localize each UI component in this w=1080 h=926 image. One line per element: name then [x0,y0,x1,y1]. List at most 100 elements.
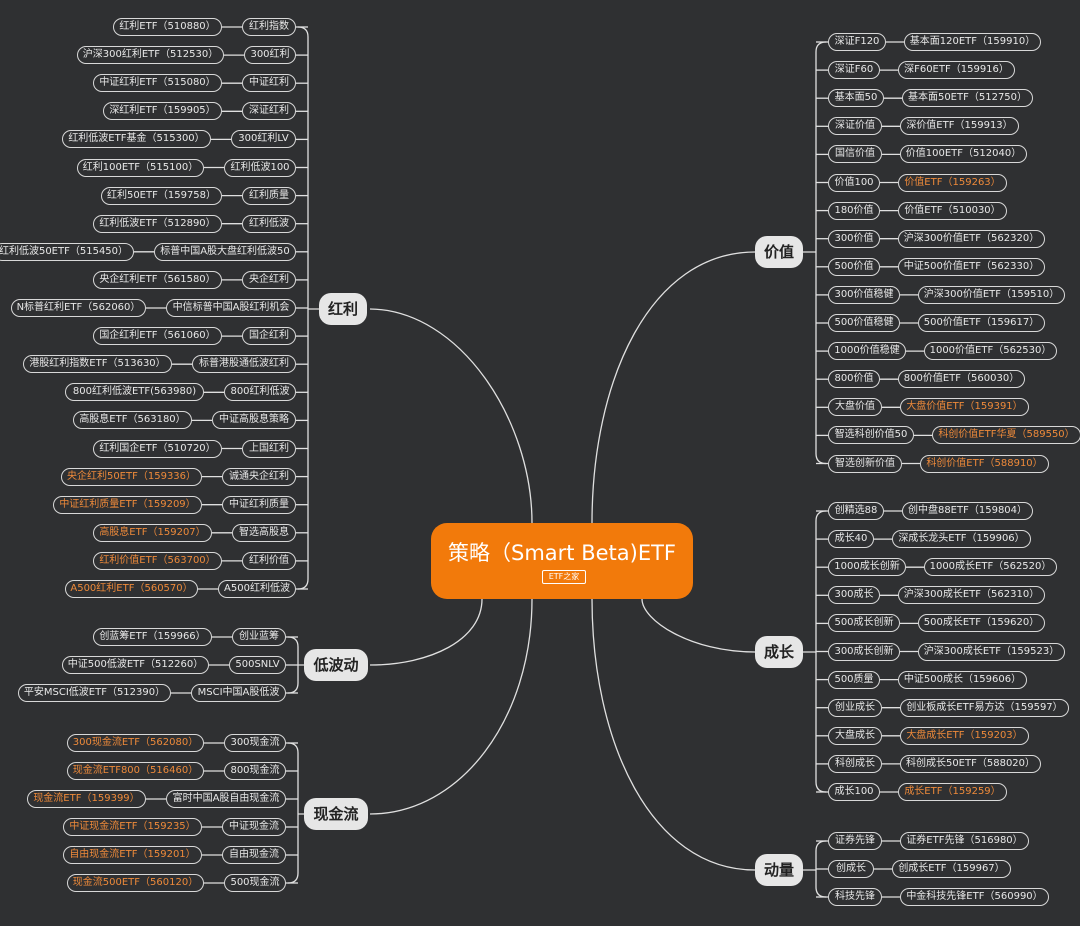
index-node[interactable]: 300红利LV [231,130,296,149]
etf-node[interactable]: 创蓝筹ETF（159966） [93,628,212,646]
etf-node[interactable]: 价值ETF（159263） [898,173,1007,192]
etf-node[interactable]: 红利100ETF（515100） [77,158,204,177]
index-node[interactable]: 红利指数 [242,18,296,36]
etf-node[interactable]: 500价值ETF（159617） [918,314,1045,332]
index-node[interactable]: 上国红利 [242,439,296,458]
etf-node[interactable]: 价值ETF（510030） [898,201,1007,220]
index-node[interactable]: 成长40 [828,530,874,549]
index-node[interactable]: 国信价值 [828,145,882,164]
etf-node[interactable]: 港股红利指数ETF（513630） [23,355,172,374]
index-node[interactable]: 科创成长 [828,754,882,773]
index-node[interactable]: 自由现金流 [222,846,286,864]
etf-node[interactable]: 红利低波ETF基金（515300） [62,130,211,149]
etf-node[interactable]: 现金流ETF800（516460） [67,762,204,780]
index-node[interactable]: 智选科创价值50 [828,426,914,445]
etf-node[interactable]: 高股息ETF（563180） [73,411,192,430]
index-node[interactable]: 中证高股息策略 [212,411,296,430]
etf-node[interactable]: 央企红利ETF（561580） [93,270,222,289]
etf-node[interactable]: 中证500成长（159606） [898,670,1027,689]
index-node[interactable]: 红利质量 [242,186,296,205]
central-topic[interactable]: 策略（Smart Beta)ETF ETF之家 [431,523,693,599]
etf-node[interactable]: 沪深300价值ETF（562320） [898,229,1045,248]
etf-node[interactable]: 中金科技先锋ETF（560990） [900,888,1049,906]
etf-node[interactable]: 基本面120ETF（159910） [904,33,1041,51]
category-cashflow[interactable]: 现金流 [304,798,368,830]
category-growth[interactable]: 成长 [755,636,803,668]
etf-node[interactable]: 科创价值ETF华夏（589550） [932,426,1080,445]
index-node[interactable]: 智选创新价值 [828,454,902,473]
etf-node[interactable]: 深成长龙头ETF（159906） [892,530,1031,549]
index-node[interactable]: 300成长 [828,586,880,605]
etf-node[interactable]: 500成长ETF（159620） [918,614,1045,633]
index-node[interactable]: 国企红利 [242,327,296,346]
etf-node[interactable]: 1000价值ETF（562530） [924,342,1057,361]
index-node[interactable]: 300价值稳健 [828,285,900,304]
index-node[interactable]: 180价值 [828,201,880,220]
index-node[interactable]: 深证价值 [828,117,882,136]
index-node[interactable]: 创精选88 [828,502,884,520]
etf-node[interactable]: 平安MSCI低波ETF（512390） [18,684,171,702]
etf-node[interactable]: 创中盘88ETF（159804） [902,502,1033,520]
etf-node[interactable]: 深红利ETF（159905） [103,102,222,121]
category-momentum[interactable]: 动量 [755,854,803,886]
etf-node[interactable]: 中证500低波ETF（512260） [62,656,209,674]
index-node[interactable]: 300现金流 [224,734,286,752]
index-node[interactable]: 红利价值 [242,551,296,570]
etf-node[interactable]: 深价值ETF（159913） [900,117,1019,136]
index-node[interactable]: 300成长创新 [828,642,900,661]
etf-node[interactable]: A500红利ETF（560570） [65,580,198,598]
etf-node[interactable]: 沪深300红利ETF（512530） [77,46,224,65]
index-node[interactable]: 央企红利 [242,270,296,289]
index-node[interactable]: 300红利 [244,46,296,65]
etf-node[interactable]: 800红利低波ETF(563980) [65,383,204,402]
index-node[interactable]: 500成长创新 [828,614,900,633]
index-node[interactable]: 中信标普中国A股红利机会 [166,299,296,317]
etf-node[interactable]: 中证红利质量ETF（159209） [53,495,202,514]
etf-node[interactable]: 红利低波ETF（512890） [93,214,222,233]
etf-node[interactable]: 沪深300成长ETF（562310） [898,586,1045,605]
index-node[interactable]: 深证F60 [828,61,880,80]
index-node[interactable]: 中证红利 [242,74,296,93]
etf-node[interactable]: 红利价值ETF（563700） [93,551,222,570]
index-node[interactable]: 深证F120 [828,33,886,51]
category-value[interactable]: 价值 [755,236,803,268]
index-node[interactable]: 800价值 [828,370,880,389]
index-node[interactable]: 红利低波 [242,214,296,233]
etf-node[interactable]: 科创成长50ETF（588020） [900,754,1041,773]
etf-node[interactable]: 红利国企ETF（510720） [93,439,222,458]
etf-node[interactable]: 成长ETF（159259） [898,783,1007,801]
index-node[interactable]: 1000成长创新 [828,558,906,577]
index-node[interactable]: 300价值 [828,229,880,248]
index-node[interactable]: 中证红利质量 [222,495,296,514]
etf-node[interactable]: 央企红利50ETF（159336） [61,467,202,486]
index-node[interactable]: 成长100 [828,783,880,801]
etf-node[interactable]: 科创价值ETF（588910） [920,454,1049,473]
etf-node[interactable]: 中证现金流ETF（159235） [63,818,202,836]
index-node[interactable]: 800现金流 [224,762,286,780]
etf-node[interactable]: 自由现金流ETF（159201） [63,846,202,864]
index-node[interactable]: 大盘价值 [828,398,882,417]
etf-node[interactable]: 300现金流ETF（562080） [67,734,204,752]
index-node[interactable]: 富时中国A股自由现金流 [166,790,286,808]
index-node[interactable]: 红利低波100 [224,158,296,177]
index-node[interactable]: 800红利低波 [224,383,296,402]
etf-node[interactable]: N标普红利ETF（562060） [11,299,146,317]
etf-node[interactable]: 高股息ETF（159207） [93,523,212,542]
etf-node[interactable]: 国企红利ETF（561060） [93,327,222,346]
etf-node[interactable]: 中证500价值ETF（562330） [898,257,1045,276]
index-node[interactable]: 500质量 [828,670,880,689]
index-node[interactable]: 智选高股息 [232,523,296,542]
index-node[interactable]: 创成长 [828,860,874,878]
index-node[interactable]: 深证红利 [242,102,296,121]
category-dividend[interactable]: 红利 [319,293,367,325]
index-node[interactable]: 中证现金流 [222,818,286,836]
index-node[interactable]: 证券先锋 [828,832,882,850]
etf-node[interactable]: 基本面50ETF（512750） [902,89,1033,108]
etf-node[interactable]: 创业板成长ETF易方达（159597） [900,698,1069,717]
etf-node[interactable]: 大盘价值ETF（159391） [900,398,1029,417]
etf-node[interactable]: 大盘成长ETF（159203） [900,726,1029,745]
index-node[interactable]: 1000价值稳健 [828,342,906,361]
etf-node[interactable]: 红利50ETF（159758） [101,186,222,205]
etf-node[interactable]: 创成长ETF（159967） [892,860,1011,878]
etf-node[interactable]: 沪深300价值ETF（159510） [918,285,1065,304]
